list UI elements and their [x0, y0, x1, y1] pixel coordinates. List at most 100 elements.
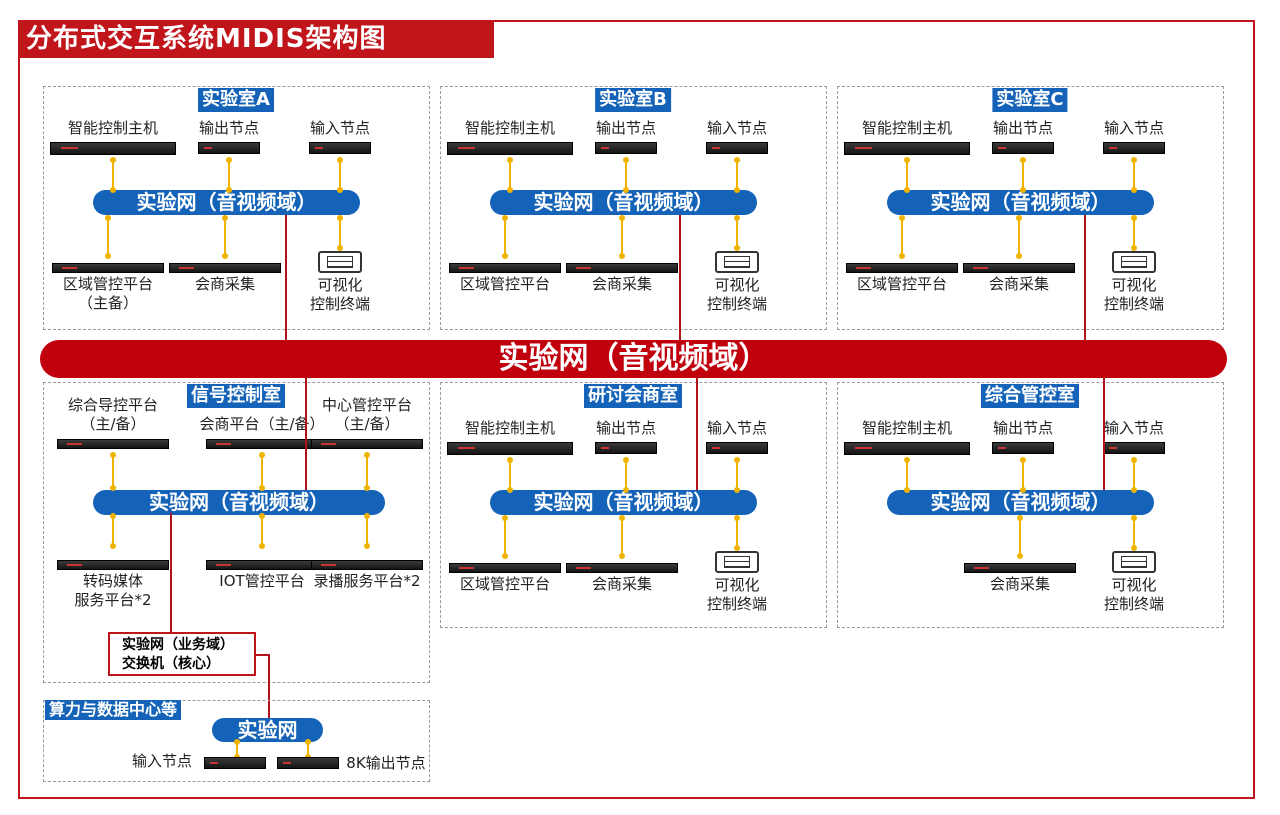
device-label: 输入节点	[1103, 419, 1165, 437]
output-node	[992, 442, 1054, 454]
device-label: 区域管控平台 （主备）	[62, 275, 154, 312]
output-node	[198, 142, 260, 154]
device-label: 会商采集	[591, 575, 653, 593]
device-label: 会商采集	[591, 275, 653, 293]
connector-arrow	[502, 215, 508, 259]
input-node	[204, 757, 266, 769]
datacenter-room	[43, 700, 430, 782]
connector-arrow	[623, 157, 629, 193]
connector-arrow	[1131, 457, 1137, 493]
device-label: IOT管控平台	[219, 572, 305, 590]
device-label: 输入节点	[131, 752, 193, 770]
input-node	[1103, 442, 1165, 454]
device-label: 可视化 控制终端	[1103, 276, 1165, 313]
server-device	[57, 439, 169, 449]
device-label: 输入节点	[706, 419, 768, 437]
device-label: 输入节点	[309, 119, 371, 137]
room-title: 综合管控室	[981, 384, 1079, 408]
room-network-bar: 实验网（音视频域）	[93, 190, 360, 215]
output-node-8k	[277, 757, 339, 769]
device-label: 区域管控平台	[459, 575, 551, 593]
device-label: 输出节点	[992, 119, 1054, 137]
connector-arrow	[110, 452, 116, 491]
room-2	[837, 86, 1224, 330]
device-label: 智能控制主机	[861, 119, 953, 137]
control-host	[447, 142, 573, 155]
touch-terminal	[1112, 251, 1156, 273]
room-title: 实验室A	[198, 88, 274, 112]
connector-arrow	[619, 515, 625, 559]
server-device	[846, 263, 958, 273]
uplink-line	[679, 215, 681, 340]
connector-arrow	[623, 457, 629, 493]
datacenter-network-bar: 实验网	[212, 718, 323, 742]
uplink-line	[1084, 215, 1086, 340]
connector-arrow	[110, 157, 116, 193]
device-label: 会商采集	[989, 575, 1051, 593]
server-device	[449, 263, 561, 273]
device-label: 智能控制主机	[464, 419, 556, 437]
diagram-frame	[18, 20, 1255, 799]
input-node	[309, 142, 371, 154]
device-label: 输出节点	[595, 119, 657, 137]
uplink-line	[305, 377, 307, 490]
server-device	[206, 439, 318, 449]
connector-arrow	[105, 215, 111, 259]
connector-arrow	[337, 157, 343, 193]
connector-arrow	[364, 513, 370, 549]
connector-arrow	[305, 739, 311, 760]
connector-arrow	[1016, 215, 1022, 259]
device-label: 输入节点	[1103, 119, 1165, 137]
uplink-line	[268, 654, 270, 718]
connector-arrow	[502, 515, 508, 559]
server-device	[52, 263, 164, 273]
control-host	[50, 142, 176, 155]
room-network-bar: 实验网（音视频域）	[490, 190, 757, 215]
connector-arrow	[337, 215, 343, 251]
control-host	[844, 142, 970, 155]
device-label: 录播服务平台*2	[313, 572, 421, 590]
uplink-line	[170, 513, 172, 632]
uplink-line	[1103, 377, 1105, 490]
device-label: 输出节点	[595, 419, 657, 437]
connector-arrow	[259, 452, 265, 491]
device-label: 可视化 控制终端	[1103, 576, 1165, 613]
room-network-bar: 实验网（音视频域）	[887, 190, 1154, 215]
connector-arrow	[259, 513, 265, 549]
server-device	[206, 560, 318, 570]
server-device	[964, 563, 1076, 573]
device-label: 可视化 控制终端	[706, 276, 768, 313]
input-node	[706, 142, 768, 154]
room-network-bar: 实验网（音视频域）	[490, 490, 757, 515]
room-4	[440, 382, 827, 628]
connector-arrow	[507, 457, 513, 493]
server-device	[169, 263, 281, 273]
touch-terminal	[715, 251, 759, 273]
core-switch-box: 实验网（业务域） 交换机（核心）	[108, 632, 256, 676]
device-label: 中心管控平台 （主/备）	[321, 396, 413, 433]
server-device	[566, 263, 678, 273]
device-label: 输出节点	[992, 419, 1054, 437]
input-node	[1103, 142, 1165, 154]
connector-arrow	[226, 157, 232, 193]
uplink-line	[256, 654, 270, 656]
diagram-title: 分布式交互系统MIDIS架构图	[18, 20, 494, 58]
server-device	[566, 563, 678, 573]
device-label: 8K输出节点	[346, 754, 426, 772]
device-label: 综合导控平台 （主/备）	[67, 396, 159, 433]
connector-arrow	[904, 157, 910, 193]
connector-arrow	[734, 215, 740, 251]
connector-arrow	[904, 457, 910, 493]
device-label: 智能控制主机	[861, 419, 953, 437]
connector-arrow	[364, 452, 370, 491]
uplink-line	[696, 377, 698, 490]
device-label: 输出节点	[198, 119, 260, 137]
server-device	[449, 563, 561, 573]
device-label: 会商采集	[988, 275, 1050, 293]
server-device	[311, 560, 423, 570]
touch-terminal	[318, 251, 362, 273]
output-node	[595, 142, 657, 154]
device-label: 可视化 控制终端	[706, 576, 768, 613]
device-label: 会商采集	[194, 275, 256, 293]
control-host	[844, 442, 970, 455]
